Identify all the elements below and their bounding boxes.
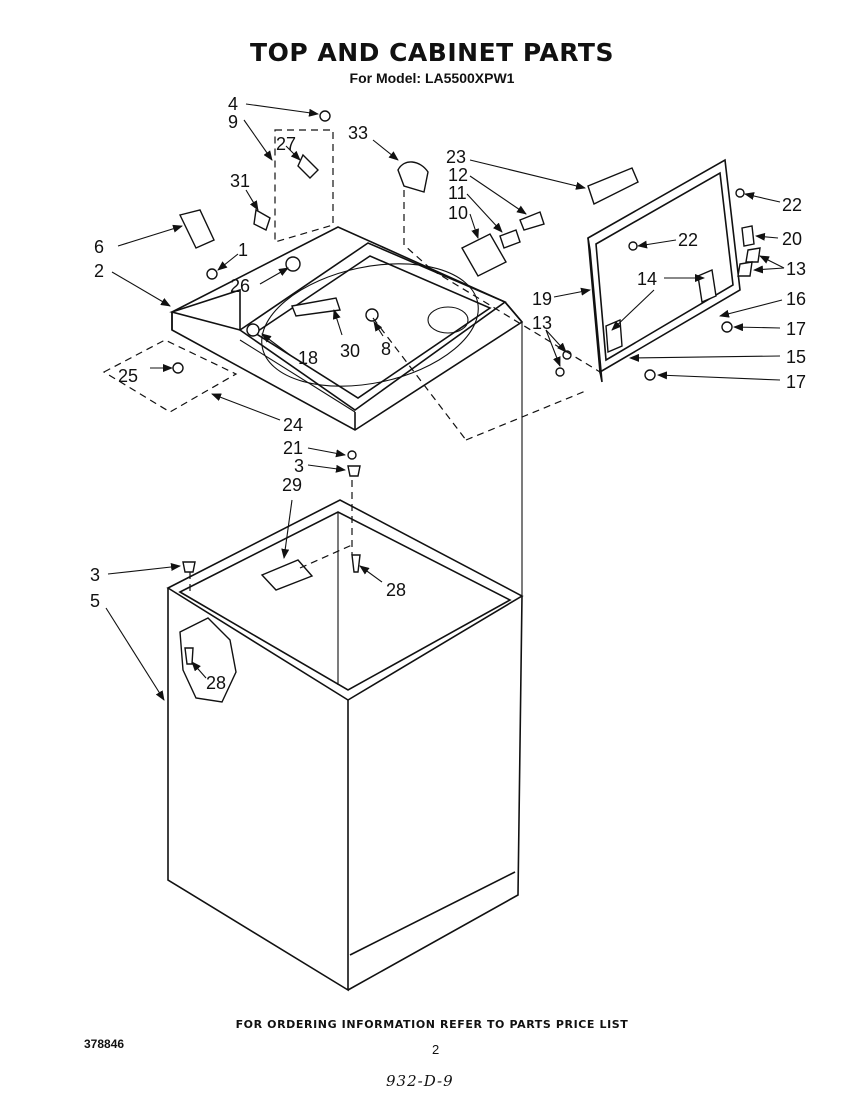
callout-labels: 4 9 27 33 23 12 11 10 31 6 1 2 26 22 22 …: [90, 94, 806, 693]
callout-16: 16: [786, 289, 806, 309]
callout-1: 1: [238, 240, 248, 260]
callout-30: 30: [340, 341, 360, 361]
callout-9: 9: [228, 112, 238, 132]
page-number: 2: [432, 1042, 440, 1057]
handwritten-note: 932-D-9: [386, 1072, 454, 1090]
page-title: TOP AND CABINET PARTS: [250, 38, 614, 67]
callout-24: 24: [283, 415, 303, 435]
callout-22-upper: 22: [782, 195, 802, 215]
callout-14: 14: [637, 269, 657, 289]
document-number: 378846: [84, 1037, 125, 1051]
dashed-group-outlines: [102, 129, 601, 592]
callout-12: 12: [448, 165, 468, 185]
callout-21: 21: [283, 438, 303, 458]
callout-25: 25: [118, 366, 138, 386]
callout-2: 2: [94, 261, 104, 281]
callout-17-lower: 17: [786, 372, 806, 392]
callout-3-upper: 3: [294, 456, 304, 476]
cabinet: [166, 322, 524, 992]
callout-23: 23: [446, 147, 466, 167]
callout-13-right: 13: [786, 259, 806, 279]
callout-28-right: 28: [386, 580, 406, 600]
callout-leaders: [105, 103, 785, 701]
callout-29: 29: [282, 475, 302, 495]
callout-18: 18: [298, 348, 318, 368]
callout-28-left: 28: [206, 673, 226, 693]
callout-6: 6: [94, 237, 104, 257]
callout-13-left: 13: [532, 313, 552, 333]
callout-17-upper: 17: [786, 319, 806, 339]
callout-10: 10: [448, 203, 468, 223]
callout-3-lower: 3: [90, 565, 100, 585]
model-subtitle: For Model: LA5500XPW1: [349, 70, 515, 86]
console-backsplash: [587, 158, 741, 383]
callout-8: 8: [381, 339, 391, 359]
callout-22-lower: 22: [678, 230, 698, 250]
callout-20: 20: [782, 229, 802, 249]
callout-31: 31: [230, 171, 250, 191]
callout-5: 5: [90, 591, 100, 611]
callout-26: 26: [230, 276, 250, 296]
callout-11: 11: [448, 183, 467, 203]
callout-27: 27: [276, 134, 296, 154]
callout-19: 19: [532, 289, 552, 309]
callout-33: 33: [348, 123, 368, 143]
callout-15: 15: [786, 347, 806, 367]
callout-4: 4: [228, 94, 238, 114]
cabinet-cutaway-view: [179, 617, 237, 703]
ordering-info-footer: FOR ORDERING INFORMATION REFER TO PARTS …: [235, 1018, 629, 1031]
